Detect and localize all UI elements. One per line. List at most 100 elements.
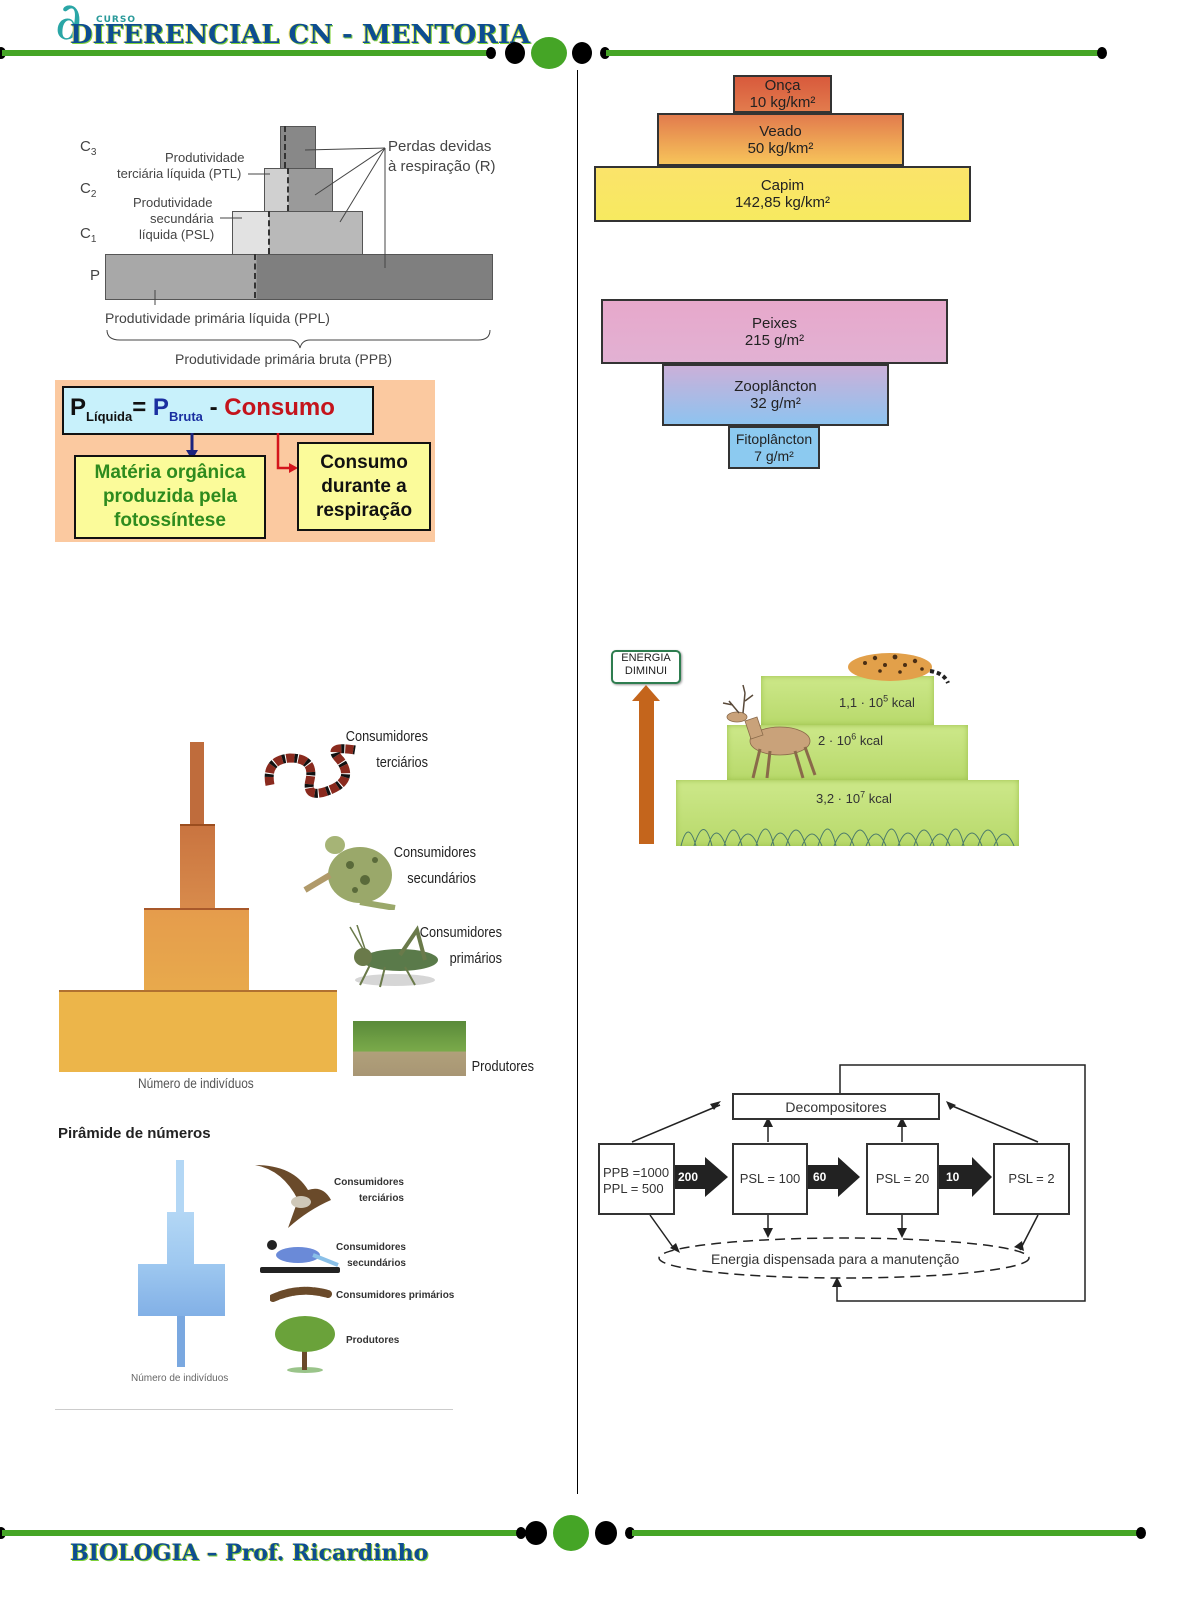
level-name: Veado [759,122,802,140]
energy-value: 1,1 · 105 kcal [839,693,915,710]
losses-label-line1: Perdas devidas [388,138,492,155]
divider [55,1409,453,1410]
grass-icon [680,828,1015,846]
np1-label-producers: Produtores [471,1058,534,1075]
respiration-box: Consumo durante a respiração [297,442,431,531]
decor-dot [572,42,592,64]
brand-curso-label: CURSO [96,15,136,25]
level-name: Zooplâncton [734,378,817,395]
flow-value-3: 10 [946,1170,960,1184]
divider-dashed [268,211,270,254]
level-value: 142,85 kg/km² [734,194,831,211]
tertiary-consumer-box: PSL = 2 [993,1143,1070,1215]
divider-dashed [254,254,256,298]
level-label: C2 [80,180,97,200]
decor-dot [595,1521,617,1545]
block-c1 [232,211,363,256]
energy-arrow-up-icon [632,685,660,844]
decomposers-box: Decompositores [732,1093,940,1120]
decor-dot-green [553,1515,589,1551]
bird-icon [260,1240,340,1273]
psl-label-line1: Produtividade [133,195,213,210]
badge-line1: ENERGIA [621,652,671,664]
energy-value: 2 · 106 kcal [818,731,883,748]
footer-line-right [632,1530,1140,1536]
divider-dashed [287,168,289,211]
np2-level-secondary [167,1212,194,1264]
maintenance-label: Energia dispensada para a manutenção [711,1251,960,1267]
header-line-left [2,50,490,56]
tree-icon [275,1316,335,1373]
header-line-right [606,50,1102,56]
np2-level-tertiary [176,1160,184,1212]
secondary-consumer-box: PSL = 20 [866,1143,939,1215]
p-bruta: P [152,394,169,421]
hawk-icon [255,1165,331,1228]
ptl-label-line2: terciária líquida (PTL) [117,166,242,181]
ppb-label: Produtividade primária bruta (PPB) [175,351,393,367]
level-name: Fitoplâncton [735,430,813,447]
np2-title: Pirâmide de números [58,1125,211,1142]
pyramid-level-fitoplancton: Fitoplâncton 7 g/m² [728,426,820,469]
jaguar-icon [848,653,950,684]
flow-value-1: 200 [678,1170,699,1184]
np2-label-producers: Produtores [346,1335,400,1346]
pyramid-level-peixes: Peixes 215 g/m² [601,299,948,364]
producers-box: PPB =1000 PPL = 500 [598,1143,675,1215]
np1-level-tertiary [190,742,204,824]
np1-level-producers [59,990,337,1072]
energy-level-producers: 3,2 · 107 kcal [676,780,1019,846]
leader-lines [106,147,491,349]
pyramid-level-zooplancton: Zooplâncton 32 g/m² [662,364,889,426]
level-name: Onça [764,77,801,94]
level-label: P [90,267,101,284]
minus-sign: - [209,394,218,421]
block-p [105,254,493,300]
equation-formula: PLíquida= PBruta - Consumo [62,386,374,435]
line-end-dot [1136,1527,1146,1539]
ptl-label-line1: Produtividade [165,150,245,165]
np1-axis-label: Número de indivíduos [138,1075,254,1091]
energy-value: 3,2 · 107 kcal [816,789,892,806]
decor-dot [525,1521,547,1545]
grasshopper-icon [349,925,438,988]
level-value: 10 kg/km² [749,94,816,111]
ppb-value: PPB =1000 [603,1165,670,1180]
ppl-label: Produtividade primária líquida (PPL) [105,310,330,326]
psl-label-line3: líquida (PSL) [139,227,215,242]
sub-liquida: Líquida [86,408,133,424]
ppl-value: PPL = 500 [603,1181,664,1196]
np2-axis-label: Número de indivíduos [131,1373,229,1384]
consumo-term: Consumo [224,394,335,421]
flow-value-2: 60 [813,1170,827,1184]
footer-line-left [2,1530,522,1536]
decor-dot-green [531,37,567,69]
level-value: 215 g/m² [744,331,805,349]
sub-bruta: Bruta [168,408,203,424]
p-liquida: P [70,394,87,421]
pyramid-level-onca: Onça 10 kg/km² [733,75,832,113]
level-value: 7 g/m² [754,447,794,464]
pyramid-level-capim: Capim 142,85 kg/km² [594,166,971,222]
np1-level-primary [144,908,249,994]
level-name: Peixes [751,314,798,332]
divider-dashed [284,126,286,168]
deer-icon [722,684,817,779]
badge-line2: DIMINUI [624,665,668,677]
equals-sign: = [132,394,147,421]
level-name: Capim [760,177,805,194]
decor-dot [505,42,525,64]
flow-connectors [631,1064,1086,1302]
level-label: C3 [80,138,97,158]
snake-icon [264,744,356,798]
line-end-dot [1097,47,1107,59]
brand-title: DIFERENCIAL CN - MENTORIA [70,20,531,50]
line-end-dot [625,1527,635,1539]
pyramid-level-veado: Veado 50 kg/km² [657,113,904,166]
equation-panel: PLíquida= PBruta - Consumo Matéria orgân… [55,380,435,542]
level-value: 32 g/m² [750,395,801,412]
